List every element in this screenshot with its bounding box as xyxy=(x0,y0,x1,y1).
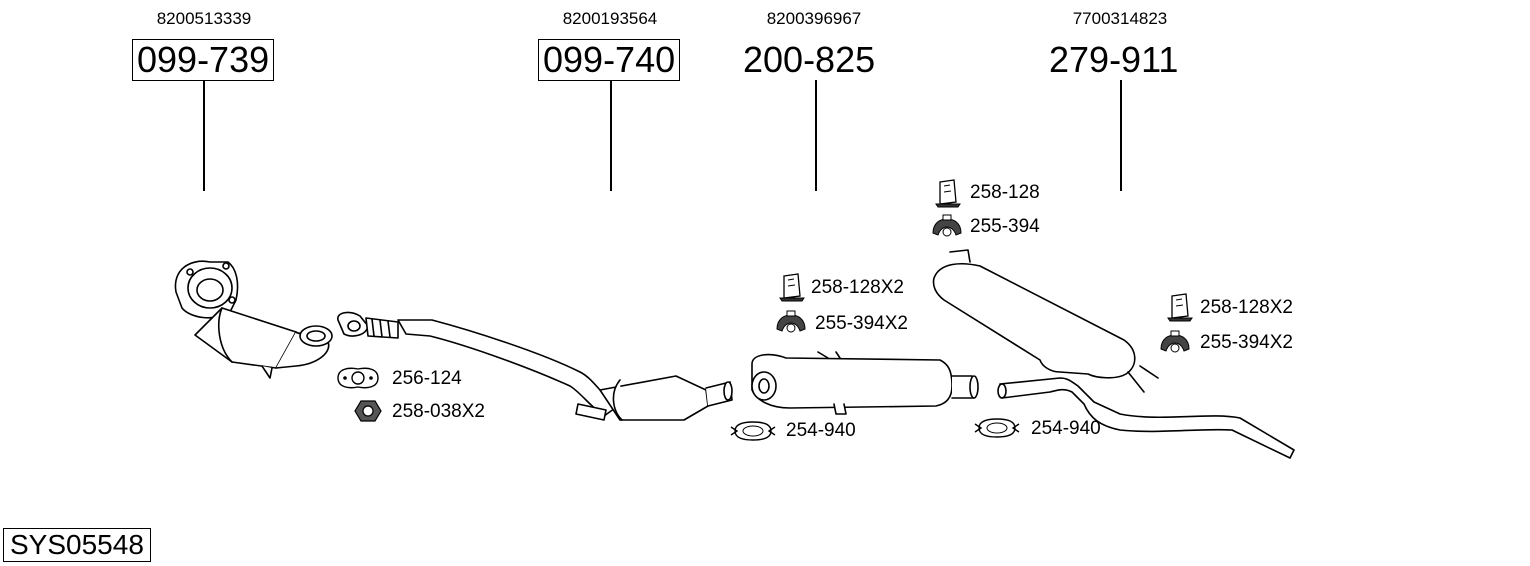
accessory-label-clamp-center[interactable]: 254-940 xyxy=(786,420,856,441)
leader-line-3 xyxy=(815,80,817,191)
rubber-mount-icon xyxy=(779,273,805,302)
accessory-label-nut[interactable]: 258-038X2 xyxy=(392,401,485,422)
accessory-label-mount-rear[interactable]: 258-128X2 xyxy=(1200,297,1293,318)
leader-line-1 xyxy=(203,80,205,191)
clamp-icon xyxy=(730,421,776,441)
rubber-ring-icon xyxy=(776,310,806,333)
center-silencer-drawing[interactable] xyxy=(751,351,979,415)
accessory-label-gasket[interactable]: 256-124 xyxy=(392,368,462,389)
part-number-1[interactable]: 099-739 xyxy=(132,39,275,81)
part-number-2[interactable]: 099-740 xyxy=(538,39,681,81)
accessory-label-mount-center[interactable]: 258-128X2 xyxy=(811,277,904,298)
rubber-ring-icon xyxy=(1160,330,1190,353)
part-number-4[interactable]: 279-911 xyxy=(1049,39,1179,80)
gasket-icon xyxy=(337,367,379,389)
leader-line-2 xyxy=(610,80,612,191)
accessory-label-ring-rear[interactable]: 255-394X2 xyxy=(1200,332,1293,353)
clamp-icon xyxy=(974,418,1020,438)
front-pipe-catalyst-drawing[interactable] xyxy=(337,311,733,421)
oe-number-2: 8200193564 xyxy=(562,9,658,28)
accessory-label-clamp-rear[interactable]: 254-940 xyxy=(1031,418,1101,439)
rubber-ring-icon xyxy=(932,214,962,237)
accessory-label-mount-rear-top[interactable]: 258-128 xyxy=(970,182,1040,203)
rubber-mount-icon xyxy=(1167,293,1193,322)
oe-number-3: 8200396967 xyxy=(766,9,862,28)
system-code: SYS05548 xyxy=(3,528,151,562)
accessory-label-ring-center[interactable]: 255-394X2 xyxy=(815,313,908,334)
rear-silencer-drawing[interactable] xyxy=(932,249,1295,459)
rubber-mount-icon xyxy=(935,179,961,208)
accessory-label-ring-rear-top[interactable]: 255-394 xyxy=(970,216,1040,237)
nut-icon xyxy=(354,400,382,422)
part-number-3[interactable]: 200-825 xyxy=(743,39,876,80)
leader-line-4 xyxy=(1120,80,1122,191)
manifold-catalyst-drawing[interactable] xyxy=(174,260,333,379)
oe-number-1: 8200513339 xyxy=(156,9,252,28)
oe-number-4: 7700314823 xyxy=(1072,9,1168,28)
